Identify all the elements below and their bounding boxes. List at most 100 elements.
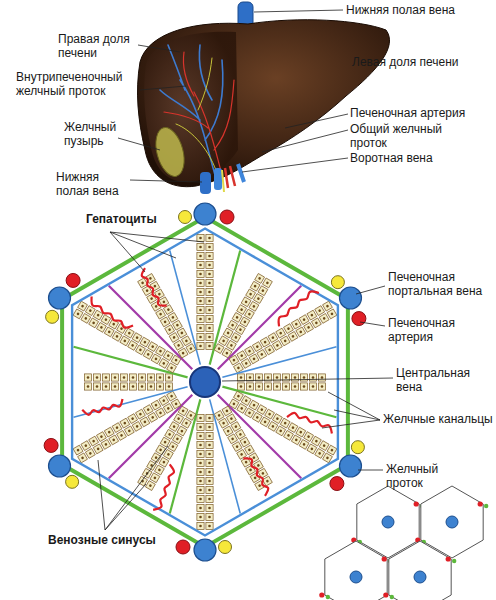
hepatocyte	[249, 453, 259, 463]
hepatocyte	[120, 374, 127, 381]
hepatocyte	[197, 288, 204, 295]
hepatocyte	[197, 450, 204, 457]
hepatocyte	[140, 337, 150, 347]
hepatocyte	[197, 459, 204, 466]
hepatocyte	[112, 423, 122, 433]
hepatocyte	[163, 403, 173, 413]
hepatocyte	[97, 322, 107, 332]
hepatocyte	[206, 468, 213, 475]
hepatocyte	[255, 383, 262, 390]
hepatocyte	[262, 278, 272, 288]
hepatocyte	[140, 417, 150, 427]
hepatocyte	[206, 432, 213, 439]
hepatocyte	[318, 374, 325, 381]
hepatocyte	[223, 328, 233, 338]
hilum-vessels	[200, 164, 244, 194]
hepatocyte	[284, 430, 294, 440]
hepatocyte-row	[84, 374, 172, 390]
hepatocyte	[197, 315, 204, 322]
hepatocyte	[156, 408, 166, 418]
hepatocyte	[165, 374, 172, 381]
hepatocyte	[206, 279, 213, 286]
hepatocyte	[280, 336, 290, 346]
leader-lines	[98, 10, 393, 530]
hepatocyte	[147, 383, 154, 390]
hepatocyte	[245, 346, 255, 356]
hepatocyte	[104, 427, 114, 437]
hepatocyte	[206, 324, 213, 331]
hepatocyte	[93, 383, 100, 390]
hepatocyte	[128, 414, 138, 424]
callout-label: Печеночная артерия	[388, 316, 488, 344]
hepatocyte	[327, 309, 337, 319]
arteriole	[142, 268, 167, 306]
arteriole	[91, 297, 133, 328]
hepatocyte	[282, 383, 289, 390]
hepatocyte	[206, 441, 213, 448]
radial-channel	[210, 399, 241, 513]
portal-triad	[331, 276, 366, 326]
hepatocyte	[156, 445, 166, 455]
hepatocyte	[89, 436, 99, 446]
hepatocyte	[206, 513, 213, 520]
hepatocyte	[260, 417, 270, 427]
hepatocyte	[237, 351, 247, 361]
hepatocyte-row	[237, 374, 325, 390]
hepatocyte	[206, 459, 213, 466]
hepatocyte-row	[197, 234, 213, 349]
hepatocyte	[280, 418, 290, 428]
hepatocyte	[148, 342, 158, 352]
hepatocyte	[246, 383, 253, 390]
hepatocyte	[291, 435, 301, 445]
radial-channel	[210, 251, 241, 365]
hepatocyte	[151, 301, 161, 311]
hepatocyte	[197, 432, 204, 439]
hepatocyte	[245, 408, 255, 418]
hepatocyte	[228, 434, 238, 444]
hepatocyte	[163, 449, 173, 459]
hepatocyte	[265, 409, 275, 419]
hepatocyte	[300, 374, 307, 381]
hepatocyte	[167, 363, 177, 373]
hepatocyte	[169, 333, 179, 343]
hepatocyte	[273, 383, 280, 390]
hepatocyte	[253, 294, 263, 304]
hepatocyte	[174, 414, 184, 424]
hepatocyte	[169, 422, 179, 432]
hepatocyte	[165, 325, 175, 335]
hepatocyte	[109, 435, 119, 445]
gallbladder	[151, 124, 189, 179]
radial-channel	[222, 347, 336, 378]
hepatocyte	[132, 333, 142, 343]
hepatocyte	[219, 336, 229, 346]
hepatocyte	[84, 374, 91, 381]
hepatocyte	[307, 310, 317, 320]
hepatocyte	[234, 391, 244, 401]
sinus-border	[72, 229, 338, 536]
hepatocyte	[260, 337, 270, 347]
radial-channel	[74, 347, 188, 378]
callout-label: Правая доля печени	[58, 32, 138, 60]
hepatocyte	[117, 430, 127, 440]
hepatocyte	[197, 270, 204, 277]
hepatocyte	[257, 405, 267, 415]
hepatocyte	[244, 309, 254, 319]
hepatocyte	[165, 429, 175, 439]
hepatocyte	[172, 320, 182, 330]
hepatocyte	[168, 312, 178, 322]
hepatocyte	[228, 320, 238, 330]
hepatocyte	[156, 383, 163, 390]
hepatocyte	[206, 333, 213, 340]
hepatocyte	[73, 445, 83, 455]
hepatocyte	[206, 297, 213, 304]
hepatocyte	[323, 301, 333, 311]
callout-label: Общий желчный проток	[350, 122, 460, 150]
hepatocyte	[150, 281, 160, 291]
hepatocyte	[150, 473, 160, 483]
hepatocyte	[159, 396, 169, 406]
hepatocyte	[309, 383, 316, 390]
hepatocyte	[276, 328, 286, 338]
callout-label: Нижняя полая вена	[56, 170, 134, 198]
lobule-border	[62, 217, 348, 547]
hepatocyte	[197, 504, 204, 511]
